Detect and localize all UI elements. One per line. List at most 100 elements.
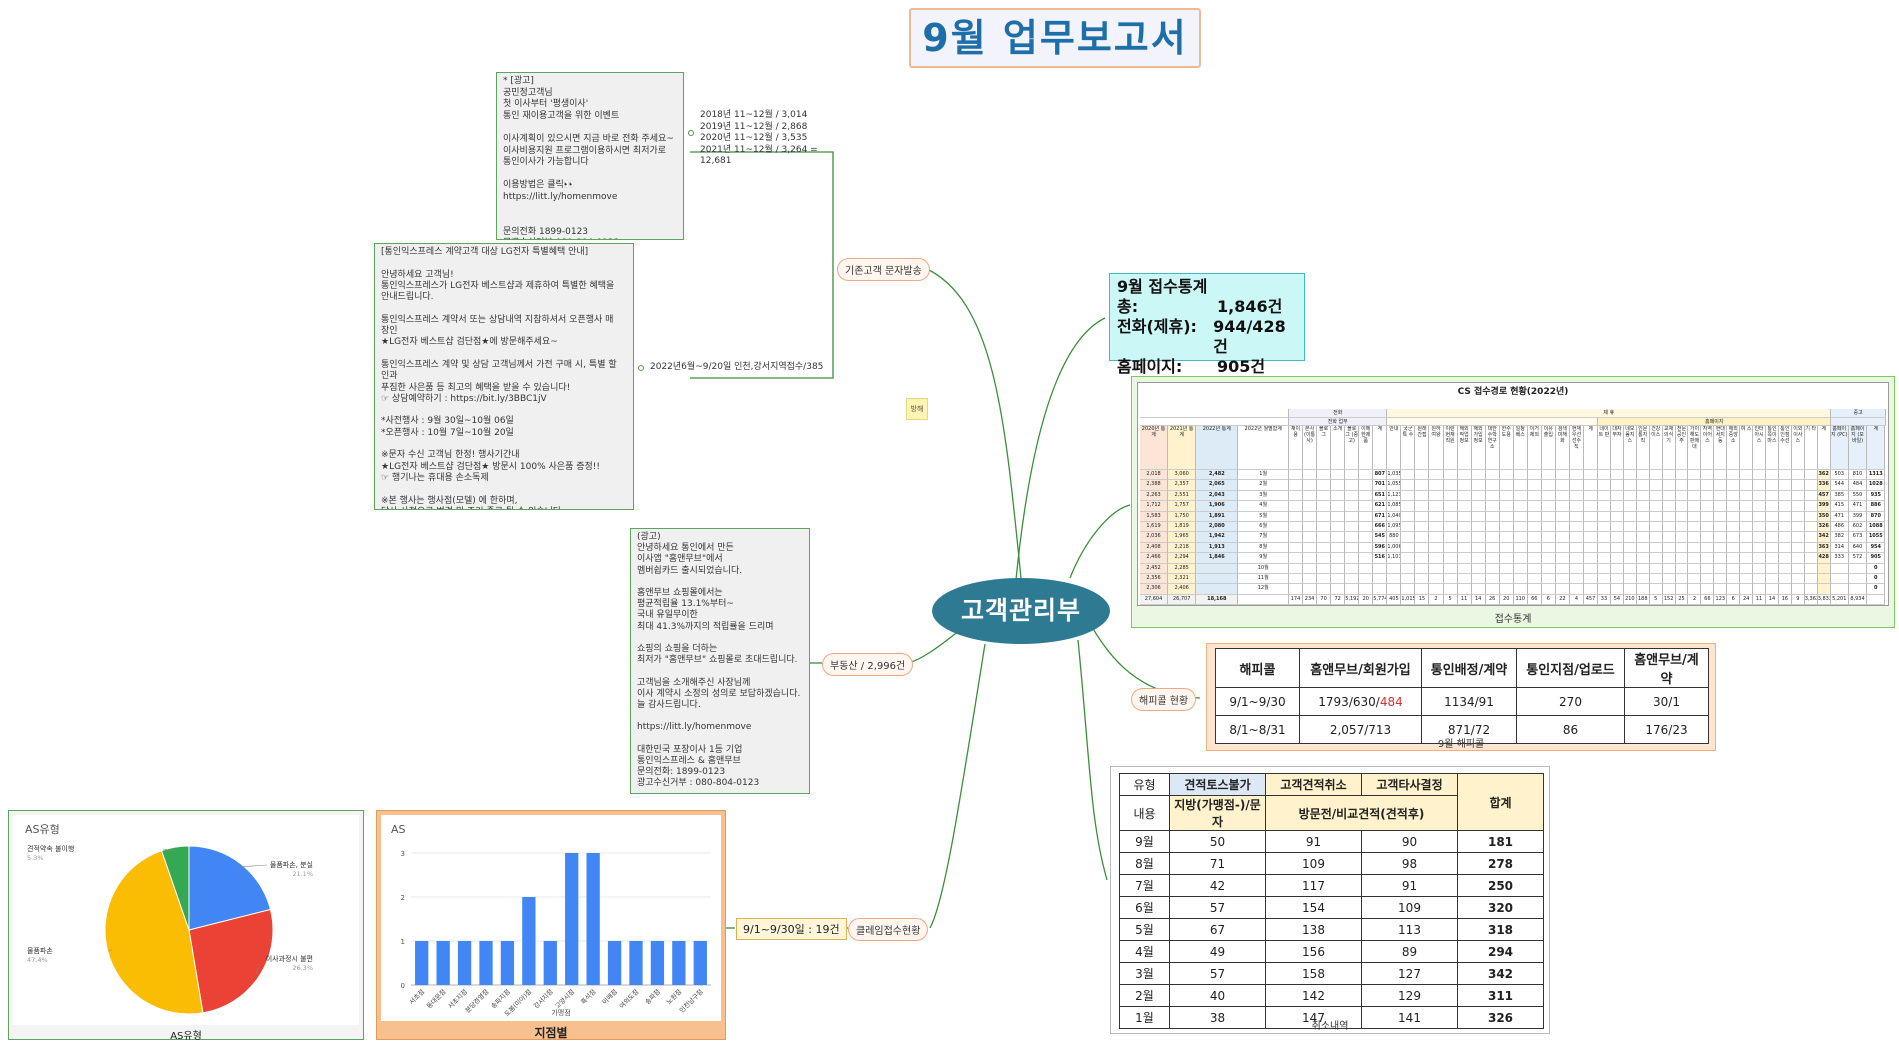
table-cell: 174 <box>1289 594 1304 605</box>
table-cell: 2,080 <box>1196 522 1239 533</box>
table-cell <box>1791 490 1805 502</box>
table-cell <box>1541 584 1556 595</box>
table-cell <box>1753 470 1767 481</box>
bar <box>522 897 536 985</box>
bar <box>586 853 600 985</box>
center-node-customer-mgmt[interactable]: 고객관리부 <box>932 578 1110 644</box>
table-cell: 국군 특 수 <box>1401 426 1416 470</box>
table-cell <box>1610 542 1624 554</box>
branch-real-estate[interactable]: 부동산 / 2,996건 <box>822 653 914 676</box>
table-cell: 117 <box>1265 874 1362 897</box>
table-cell <box>1359 584 1374 595</box>
table-cell <box>1359 501 1374 512</box>
table-cell: 2,285 <box>1168 563 1197 574</box>
table-cell <box>1485 490 1500 502</box>
table-cell: 471 <box>1830 511 1849 522</box>
table-cell <box>1727 522 1741 533</box>
table-cell <box>1317 532 1332 543</box>
table-cell: 계 <box>1817 426 1831 470</box>
table-cell: 810 <box>1848 470 1868 481</box>
table-cell <box>1636 470 1650 481</box>
table-cell: 457 <box>1817 490 1831 502</box>
table-cell <box>1373 584 1388 595</box>
table-cell <box>1415 532 1430 543</box>
table-cell: 해외 가입 정보 <box>1471 426 1486 470</box>
table-cell <box>1610 501 1624 512</box>
table-cell <box>1636 511 1650 522</box>
table-cell: 이외 이사 스 <box>1791 426 1805 470</box>
pie-slice-percent: 21.1% <box>292 870 313 878</box>
table-cell: 9월 <box>1238 553 1289 564</box>
table-cell <box>1317 542 1332 554</box>
table-cell <box>1804 584 1818 595</box>
table-cell: 블로그 (중고) <box>1345 426 1360 470</box>
table-cell <box>1331 490 1346 502</box>
table-cell: 294 <box>1457 940 1544 963</box>
table-cell <box>1317 522 1332 533</box>
table-cell <box>1610 490 1624 502</box>
table-cell <box>1527 563 1542 574</box>
table-cell: 2,482 <box>1196 470 1239 481</box>
branch-claims[interactable]: 클레임접수현황 <box>848 918 929 941</box>
table-cell <box>1331 480 1346 491</box>
table-cell <box>1791 553 1805 564</box>
table-cell <box>1345 501 1360 512</box>
table-cell <box>1662 542 1676 554</box>
branch-existing-sms[interactable]: 기존고객 문자발송 <box>837 258 930 281</box>
table-cell: 안내 <box>1387 426 1402 470</box>
table-cell <box>1649 563 1663 574</box>
table-cell: 123 <box>1714 594 1728 605</box>
table-cell <box>1485 584 1500 595</box>
table-cell: 2022년 월별합계 <box>1238 426 1289 470</box>
bar-chart-title: AS <box>391 823 406 836</box>
table-cell: 154 <box>1265 896 1362 919</box>
table-cell <box>1791 563 1805 574</box>
table-cell <box>1740 563 1754 574</box>
table-cell <box>1289 490 1304 502</box>
branch-happy-call[interactable]: 해피콜 현황 <box>1131 688 1197 711</box>
table-cell <box>1598 542 1611 554</box>
table-cell: 기 타 <box>1804 426 1818 470</box>
table-cell: 1,583 <box>1140 511 1169 522</box>
table-cell <box>1401 574 1416 585</box>
table-cell <box>1778 470 1792 481</box>
table-cell <box>1583 470 1599 481</box>
table-cell <box>1457 511 1472 522</box>
table-cell <box>1623 584 1637 595</box>
table-cell: 91 <box>1361 874 1458 897</box>
table-cell <box>1238 594 1289 605</box>
bullet-icon <box>688 130 694 136</box>
table-cell <box>1649 511 1663 522</box>
table-cell <box>1791 480 1805 491</box>
table-cell <box>1688 522 1702 533</box>
table-cell <box>1457 522 1472 533</box>
table-cell <box>1804 522 1818 533</box>
table-cell <box>1303 490 1318 502</box>
table-cell: 0 <box>1867 584 1886 595</box>
table-cell <box>1345 522 1360 533</box>
table-cell <box>1714 480 1728 491</box>
table-cell <box>1303 522 1318 533</box>
table-cell <box>1331 501 1346 512</box>
table-cell <box>1359 542 1374 554</box>
table-cell <box>1345 511 1360 522</box>
table-cell <box>1701 501 1715 512</box>
table-cell <box>1541 501 1556 512</box>
happy-call-panel: 해피콜 홈앤무브/회원가입 통인배정/계약 통인지점/업로드 홈앤무브/계약 9… <box>1206 643 1716 751</box>
table-cell <box>1778 532 1792 543</box>
table-cell <box>1499 490 1514 502</box>
table-cell <box>1471 490 1486 502</box>
table-cell <box>1791 574 1805 585</box>
pie-slice-name: 이사과정시 불편 <box>266 954 313 963</box>
cancel-caption: 취소내역 <box>1311 1021 1349 1032</box>
stats-row: 전화(제휴):944/428건 <box>1117 317 1286 356</box>
table-cell <box>1740 501 1754 512</box>
table-cell: 14 <box>1766 594 1779 605</box>
table-cell: 40 <box>1169 984 1266 1007</box>
table-cell <box>1662 532 1676 543</box>
table-cell: 1월 <box>1119 1006 1170 1029</box>
sticky-note[interactable]: 방해 <box>906 398 928 420</box>
